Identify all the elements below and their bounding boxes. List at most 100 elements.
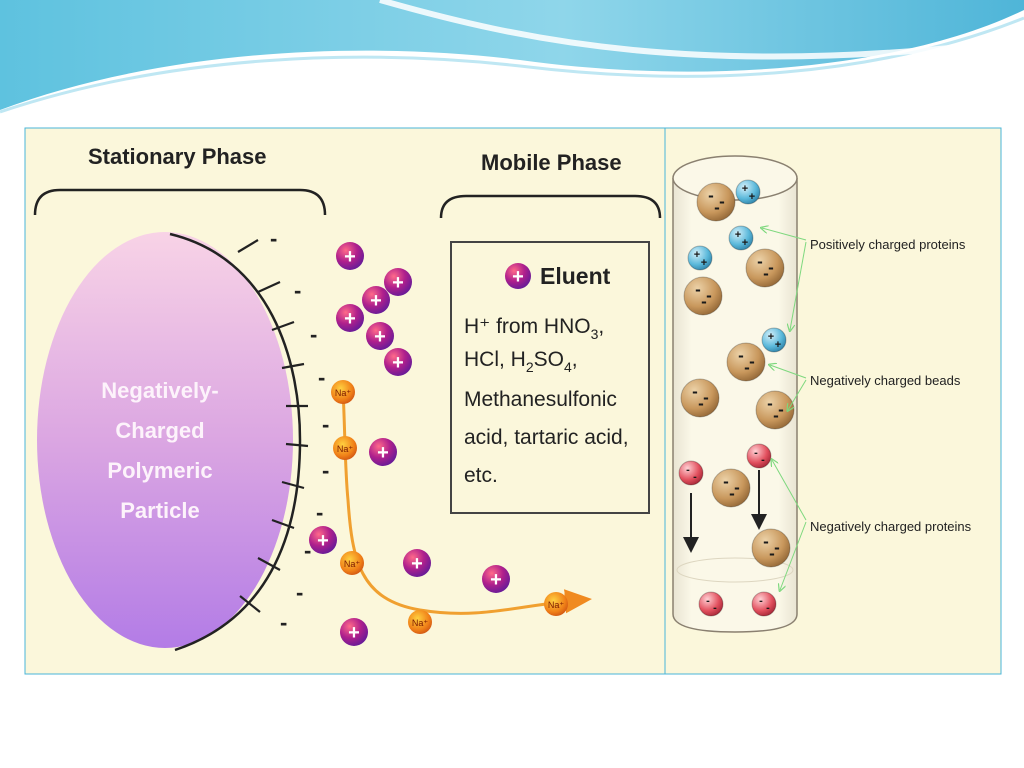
positive-protein: ++ xyxy=(687,245,713,271)
negative-bead: --- xyxy=(683,276,723,316)
svg-text:+: + xyxy=(749,191,755,203)
svg-text:-: - xyxy=(773,406,779,425)
eluent-plus-sign: + xyxy=(512,266,524,288)
svg-text:+: + xyxy=(742,237,748,249)
negative-protein: -- xyxy=(698,591,724,617)
svg-text:-: - xyxy=(695,280,701,299)
svg-text:+: + xyxy=(348,622,360,644)
svg-text:-: - xyxy=(692,382,698,401)
svg-text:+: + xyxy=(317,530,329,552)
eluent-line-1: H⁺ from HNO3, xyxy=(464,315,604,342)
plus-ion: + xyxy=(340,618,368,646)
plus-ion: + xyxy=(366,322,394,350)
svg-text:-: - xyxy=(708,186,714,205)
svg-text:Na⁺: Na⁺ xyxy=(337,444,354,454)
label-leader-lines xyxy=(762,228,807,590)
svg-text:-: - xyxy=(761,454,765,466)
svg-text:Na⁺: Na⁺ xyxy=(548,600,565,610)
svg-text:-: - xyxy=(759,595,763,607)
svg-text:+: + xyxy=(701,257,707,269)
svg-text:-: - xyxy=(703,388,709,407)
svg-text:-: - xyxy=(729,484,735,503)
svg-text:-: - xyxy=(706,286,712,305)
svg-text:+: + xyxy=(735,229,741,241)
svg-text:-: - xyxy=(749,352,755,371)
sodium-ion: Na⁺ xyxy=(408,610,432,634)
svg-text:+: + xyxy=(742,183,748,195)
svg-text:+: + xyxy=(344,246,356,268)
sodium-ion: Na⁺ xyxy=(333,436,357,460)
surface-charge-groups: ---------- xyxy=(237,226,329,635)
column-top xyxy=(672,155,798,201)
svg-text:+: + xyxy=(374,326,386,348)
plus-ion: + xyxy=(369,438,397,466)
plus-ion: + xyxy=(309,526,337,554)
column-particles: ------------------------++++++++-------- xyxy=(678,179,795,617)
ion-exchange-panel: Stationary Phase Mobile Phase Negatively… xyxy=(33,144,662,652)
surface-group-stub xyxy=(285,442,309,448)
negative-bead: --- xyxy=(680,378,720,418)
negative-bead: --- xyxy=(696,182,736,222)
label-positive-proteins: Positively charged proteins xyxy=(810,237,966,252)
svg-text:-: - xyxy=(774,538,780,557)
svg-text:-: - xyxy=(766,602,770,614)
plus-ion: + xyxy=(384,268,412,296)
plus-ion: + xyxy=(384,348,412,376)
eluent-plus-icon xyxy=(505,263,531,289)
positive-protein: ++ xyxy=(735,179,761,205)
negative-bead: --- xyxy=(751,528,791,568)
surface-minus-charge: - xyxy=(270,226,277,251)
leader-beads-2 xyxy=(788,379,807,410)
stationary-phase-bracket xyxy=(33,188,327,216)
surface-group-stub xyxy=(281,480,305,490)
column-labels: Positively charged proteins Negatively c… xyxy=(810,237,972,534)
svg-text:-: - xyxy=(768,258,774,277)
particle-label-line-3: Polymeric xyxy=(107,458,212,483)
negative-bead: --- xyxy=(745,248,785,288)
particle-label-line-2: Charged xyxy=(115,418,204,443)
surface-minus-charge: - xyxy=(318,365,325,390)
negative-bead: --- xyxy=(726,342,766,382)
svg-text:-: - xyxy=(713,602,717,614)
surface-minus-charge: - xyxy=(310,322,317,347)
svg-text:-: - xyxy=(763,264,769,283)
label-negative-beads: Negatively charged beads xyxy=(810,373,961,388)
mobile-phase-label: Mobile Phase xyxy=(481,150,622,175)
sodium-ion: Na⁺ xyxy=(544,592,568,616)
surface-group-stub xyxy=(239,595,261,613)
plus-ion: + xyxy=(362,286,390,314)
svg-text:-: - xyxy=(763,532,769,551)
svg-text:+: + xyxy=(370,290,382,312)
svg-text:+: + xyxy=(768,331,774,343)
svg-text:-: - xyxy=(714,198,720,217)
surface-minus-charge: - xyxy=(322,458,329,483)
svg-text:-: - xyxy=(757,252,763,271)
sodium-ion: Na⁺ xyxy=(331,380,355,404)
eluent-line-2: HCl, H2SO4, xyxy=(464,348,578,375)
svg-text:-: - xyxy=(769,544,775,563)
surface-minus-charge: - xyxy=(322,412,329,437)
eluent-description: H⁺ from HNO3, HCl, H2SO4, Methanesulfoni… xyxy=(464,315,629,487)
svg-text:-: - xyxy=(686,464,690,476)
eluent-title-row: + Eluent xyxy=(505,263,611,289)
eluent-line-3: Methanesulfonic xyxy=(464,388,617,411)
svg-text:Na⁺: Na⁺ xyxy=(412,618,429,628)
surface-minus-charge: - xyxy=(304,538,311,563)
surface-group-stub xyxy=(271,320,295,332)
leader-beads-1 xyxy=(770,365,807,379)
plus-ion: + xyxy=(336,242,364,270)
sodium-ions: Na⁺Na⁺Na⁺Na⁺Na⁺ xyxy=(331,380,568,634)
eluent-cations: +++++++++++ xyxy=(309,242,510,646)
plus-ion: + xyxy=(336,304,364,332)
stationary-phase-label: Stationary Phase xyxy=(88,144,267,169)
svg-text:-: - xyxy=(754,447,758,459)
eluent-box xyxy=(450,241,650,514)
svg-text:+: + xyxy=(775,339,781,351)
label-negative-proteins: Negatively charged proteins xyxy=(810,519,972,534)
polymeric-particle xyxy=(37,232,293,648)
surface-minus-charge: - xyxy=(316,500,323,525)
particle-label-line-4: Particle xyxy=(120,498,200,523)
svg-text:-: - xyxy=(723,472,729,491)
particle-surface xyxy=(169,232,302,652)
